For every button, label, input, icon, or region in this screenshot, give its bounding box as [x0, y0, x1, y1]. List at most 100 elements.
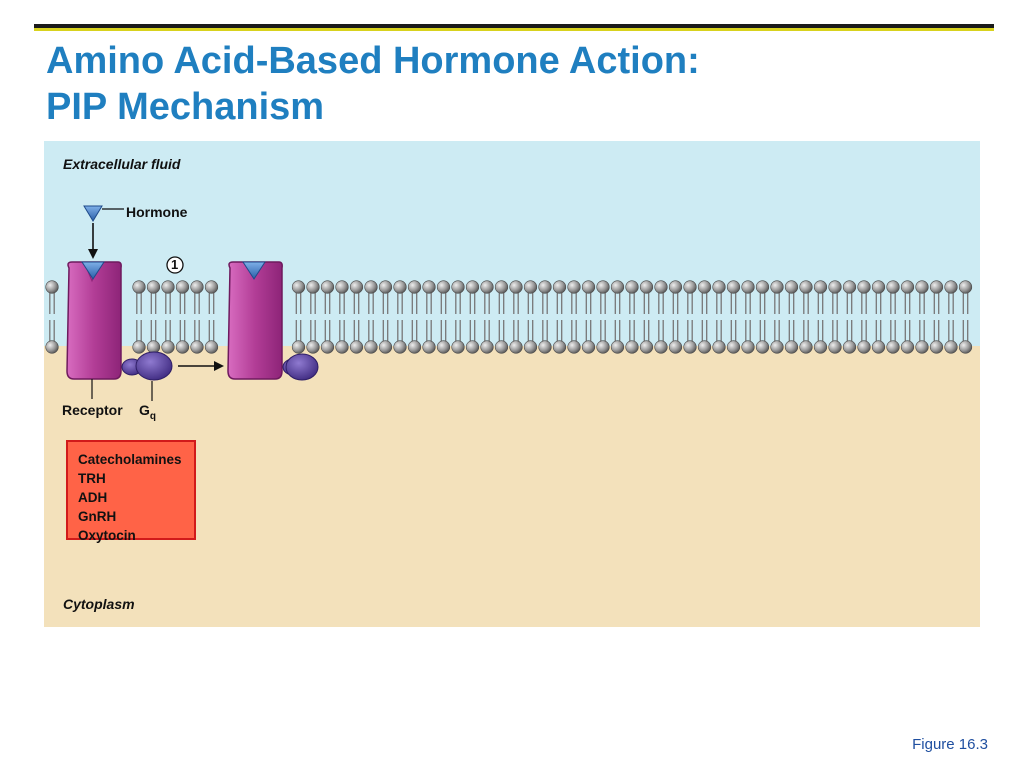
lipid-head [494, 280, 509, 294]
lipid-head [915, 340, 929, 354]
receptor-label: Receptor [62, 402, 123, 418]
lipid-head [422, 340, 436, 354]
lipid-head [813, 280, 828, 294]
lipid-head [538, 340, 552, 354]
lipid-head [509, 280, 523, 294]
lipid-head [393, 280, 407, 294]
step-number: 1 [171, 257, 179, 272]
lipid-head [45, 340, 59, 354]
g-protein-bound [282, 353, 319, 381]
lipid-head [567, 340, 581, 354]
lipid-head [523, 340, 538, 354]
lipid-head [886, 340, 900, 354]
lipid-head [842, 340, 857, 354]
lipid-head [407, 280, 422, 294]
lipid-head [190, 340, 204, 354]
lipid-head [291, 340, 306, 354]
lipid-head [784, 340, 799, 354]
membrane-tails [49, 293, 969, 341]
lipid-head [639, 280, 654, 294]
lipid-head [146, 280, 161, 294]
lipid-head [755, 280, 770, 294]
lipid-head [161, 340, 175, 354]
lipid-head [929, 340, 944, 354]
lipid-head [683, 340, 697, 354]
lipid-head [871, 340, 886, 354]
lipid-head [958, 340, 973, 354]
lipid-head [335, 340, 349, 354]
g-protein-label: Gq [139, 402, 156, 422]
lipid-head [45, 280, 59, 294]
lipid-head [828, 280, 842, 294]
lipid-head [654, 340, 668, 354]
cytoplasm-label: Cytoplasm [63, 596, 135, 612]
lipid-head [161, 280, 175, 294]
lipid-head [436, 280, 451, 294]
bound-hormone-icon-2 [242, 261, 266, 280]
slide-title: Amino Acid-Based Hormone Action: PIP Mec… [46, 38, 700, 130]
hormone-list-item: Oxytocin [78, 528, 136, 543]
lipid-head [741, 340, 755, 354]
lipid-head [306, 280, 320, 294]
lipid-head [320, 340, 335, 354]
lipid-head [900, 340, 915, 354]
lipid-head [480, 280, 494, 294]
lipid-head [465, 280, 480, 294]
lipid-head [204, 280, 219, 294]
title-rule [34, 24, 994, 28]
hormone-icon [83, 205, 103, 222]
lipid-head [712, 280, 726, 294]
lipid-head [596, 280, 610, 294]
lipid-head [944, 340, 958, 354]
lipid-head [842, 280, 857, 294]
receptor-bound [227, 261, 283, 380]
membrane-heads [45, 280, 973, 354]
lipid-head [741, 280, 755, 294]
lipid-head [610, 280, 625, 294]
lipid-head [799, 280, 813, 294]
lipid-head [944, 280, 958, 294]
lipid-head [552, 280, 567, 294]
lipid-head [596, 340, 610, 354]
lipid-head [654, 280, 668, 294]
lipid-head [190, 280, 204, 294]
lipid-head [784, 280, 799, 294]
lipid-head [364, 340, 378, 354]
lipid-head [132, 280, 146, 294]
lipid-head [697, 280, 712, 294]
lipid-head [407, 340, 422, 354]
lipid-head [871, 280, 886, 294]
g-protein-letter: G [139, 402, 150, 418]
lipid-head [813, 340, 828, 354]
lipid-head [625, 280, 639, 294]
hormone-label: Hormone [126, 204, 188, 220]
g-protein-subscript: q [149, 410, 156, 422]
lipid-head [712, 340, 726, 354]
lipid-head [175, 340, 190, 354]
hormone-list-item: Catecholamines [78, 452, 182, 467]
lipid-head [668, 340, 683, 354]
extracellular-region [44, 141, 980, 346]
lipid-head [857, 340, 871, 354]
lipid-head [538, 280, 552, 294]
lipid-head [349, 280, 364, 294]
lipid-head [828, 340, 842, 354]
lipid-head [755, 340, 770, 354]
lipid-head [132, 340, 146, 354]
title-rule-accent [34, 28, 994, 31]
lipid-head [567, 280, 581, 294]
lipid-head [494, 340, 509, 354]
lipid-head [480, 340, 494, 354]
lipid-head [523, 280, 538, 294]
receptor-unbound [66, 261, 122, 380]
lipid-head [915, 280, 929, 294]
lipid-head [886, 280, 900, 294]
lipid-head [697, 340, 712, 354]
pip-mechanism-diagram [44, 141, 980, 627]
lipid-head [726, 340, 741, 354]
lipid-head [625, 340, 639, 354]
lipid-head [929, 280, 944, 294]
lipid-head [509, 340, 523, 354]
lipid-head [175, 280, 190, 294]
lipid-head [770, 340, 784, 354]
